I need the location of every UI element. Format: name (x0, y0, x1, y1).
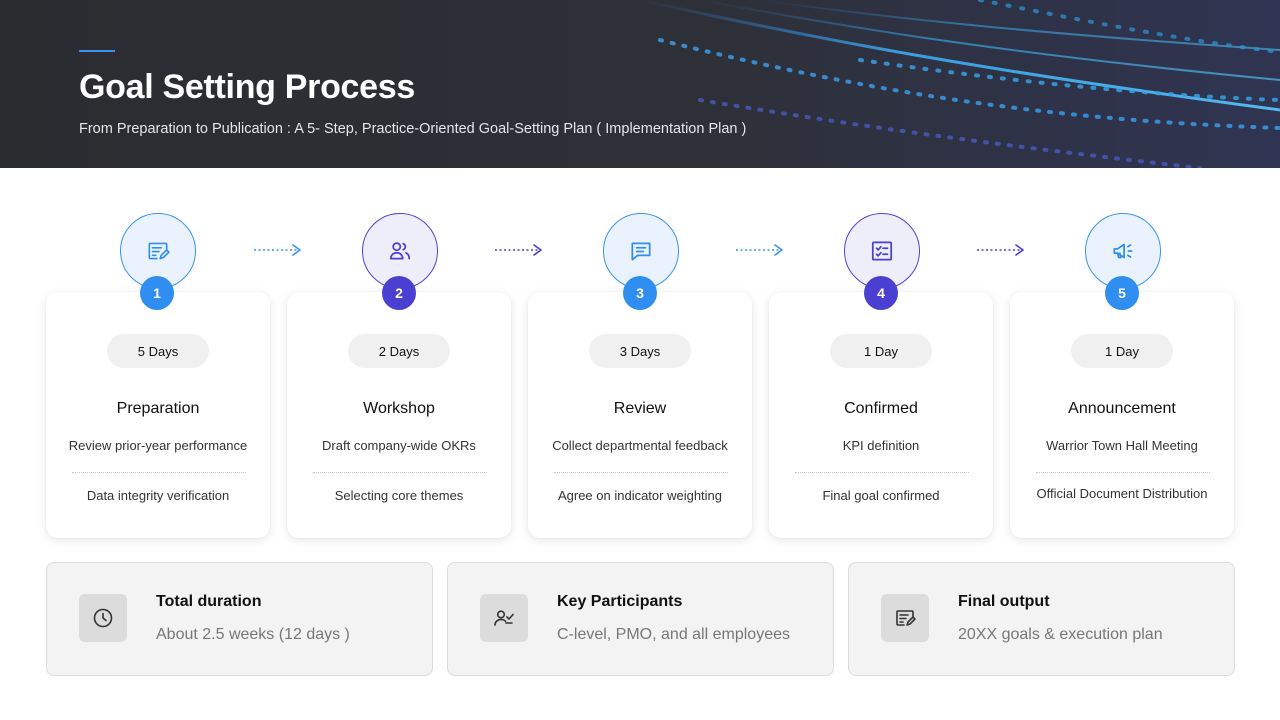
step-title: Workshop (363, 400, 435, 417)
info-icon-tile (79, 594, 127, 642)
info-box-key-participants: Key Participants C-level, PMO, and all e… (447, 562, 834, 676)
arrow-right-icon (736, 244, 783, 256)
info-value: C-level, PMO, and all employees (557, 626, 790, 643)
step-detail-2: Data integrity verification (86, 488, 230, 503)
duration-pill: 1 Day (830, 334, 932, 368)
step-divider (72, 472, 246, 473)
info-value: About 2.5 weeks (12 days ) (156, 626, 350, 643)
clock-icon (93, 608, 113, 628)
duration-pill: 5 Days (107, 334, 209, 368)
info-title: Total duration (156, 593, 262, 610)
step-detail-1: KPI definition (842, 438, 920, 453)
step-4-badge: 4 (864, 276, 898, 310)
header-accent-line (79, 50, 115, 52)
step-title: Confirmed (844, 400, 918, 417)
step-2-badge: 2 (382, 276, 416, 310)
edit-note-icon (896, 610, 916, 626)
step-title: Review (613, 400, 667, 417)
info-value: 20XX goals & execution plan (958, 626, 1163, 643)
info-box-final-output: Final output 20XX goals & execution plan (848, 562, 1235, 676)
arrow-right-icon (977, 244, 1024, 256)
info-icon-tile (480, 594, 528, 642)
step-detail-1: Draft company-wide OKRs (322, 438, 476, 453)
step-card-preparation: 5 Days Preparation Review prior-year per… (46, 292, 270, 538)
checklist-icon (871, 241, 893, 261)
step-card-announcement: 1 Day Announcement Warrior Town Hall Mee… (1010, 292, 1234, 538)
step-detail-2: Agree on indicator weighting (557, 488, 723, 503)
step-divider (795, 472, 969, 473)
chat-icon (631, 242, 651, 261)
step-card-workshop: 2 Days Workshop Draft company-wide OKRs … (287, 292, 511, 538)
info-title: Final output (958, 593, 1050, 610)
arrow-right-icon (254, 244, 301, 256)
step-1-badge: 1 (140, 276, 174, 310)
page-title: Goal Setting Process (79, 68, 415, 106)
step-detail-2: Selecting core themes (334, 488, 464, 503)
header-background (0, 0, 1280, 168)
edit-note-icon (148, 242, 170, 260)
step-divider (313, 472, 487, 473)
step-title: Preparation (116, 400, 200, 417)
header-banner: Goal Setting Process From Preparation to… (0, 0, 1280, 168)
info-title: Key Participants (557, 593, 683, 610)
step-divider (554, 472, 728, 473)
step-detail-2: Final goal confirmed (822, 488, 940, 503)
step-detail-2: Official Document Distribution (1036, 486, 1208, 501)
info-icon-tile (881, 594, 929, 642)
step-detail-1: Review prior-year performance (68, 438, 248, 453)
step-5-badge: 5 (1105, 276, 1139, 310)
step-detail-1: Warrior Town Hall Meeting (1046, 438, 1198, 453)
megaphone-icon (1113, 243, 1133, 259)
info-box-total-duration: Total duration About 2.5 weeks (12 days … (46, 562, 433, 676)
step-card-confirmed: 1 Day Confirmed KPI definition Final goa… (769, 292, 993, 538)
page-subtitle: From Preparation to Publication : A 5- S… (79, 121, 747, 137)
duration-pill: 3 Days (589, 334, 691, 368)
duration-pill: 1 Day (1071, 334, 1173, 368)
users-icon (389, 242, 411, 260)
step-3-badge: 3 (623, 276, 657, 310)
duration-pill: 2 Days (348, 334, 450, 368)
step-divider (1036, 472, 1210, 473)
user-check-icon (494, 610, 514, 626)
arrow-right-icon (495, 244, 542, 256)
step-card-review: 3 Days Review Collect departmental feedb… (528, 292, 752, 538)
step-title: Announcement (1068, 400, 1176, 417)
step-detail-1: Collect departmental feedback (552, 438, 728, 453)
